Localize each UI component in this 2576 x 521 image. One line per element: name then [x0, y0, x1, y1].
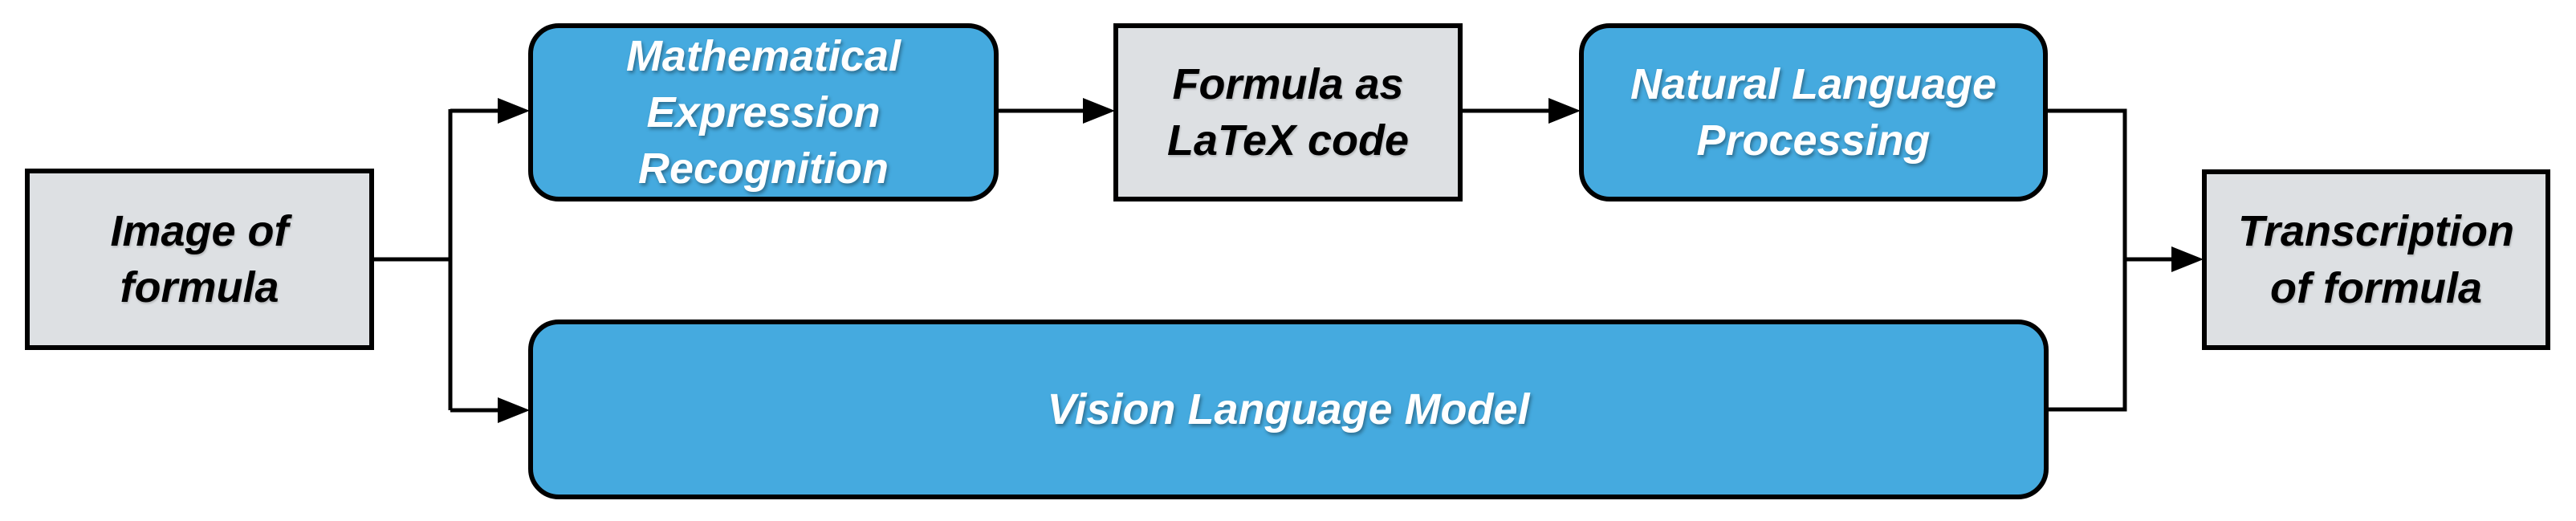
node-image-of-formula: Image of formula: [25, 169, 374, 350]
node-nlp-label: Natural Language Processing: [1630, 59, 1997, 165]
node-formula-as-latex-code: Formula as LaTeX code: [1113, 23, 1463, 201]
arrowhead-into-latex: [1083, 98, 1115, 124]
node-transcription-label: Transcription of formula: [2237, 207, 2515, 312]
arrowhead-into-mer: [498, 98, 530, 124]
node-image-of-formula-label: Image of formula: [110, 206, 289, 311]
node-vision-language-model: Vision Language Model: [528, 320, 2049, 499]
node-mer-label: Mathematical Expression Recognition: [625, 31, 901, 193]
arrowhead-into-transcription: [2171, 246, 2204, 272]
node-natural-language-processing: Natural Language Processing: [1579, 23, 2048, 201]
arrowhead-into-nlp: [1548, 98, 1581, 124]
node-transcription-of-formula: Transcription of formula: [2202, 169, 2550, 350]
node-vlm-label: Vision Language Model: [1047, 385, 1530, 433]
node-latex-label: Formula as LaTeX code: [1166, 59, 1410, 165]
edge-merge-vertical: [2048, 108, 2127, 412]
arrowhead-into-vlm: [498, 397, 530, 423]
node-mathematical-expression-recognition: Mathematical Expression Recognition: [528, 23, 999, 201]
